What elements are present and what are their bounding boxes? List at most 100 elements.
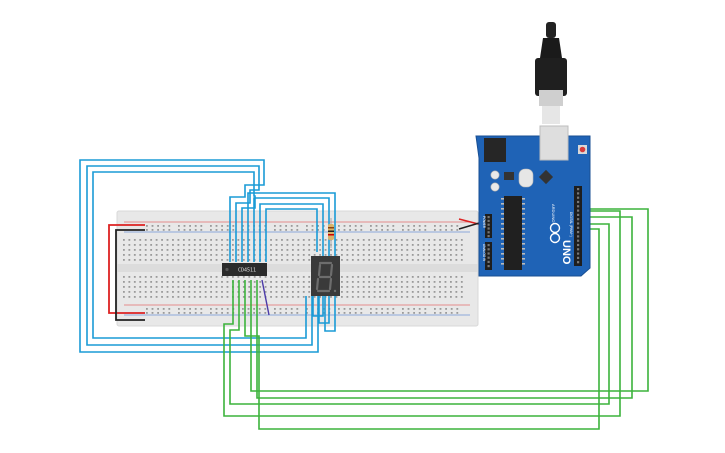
breadboard-hole [392,312,395,314]
breadboard-hole [172,244,174,246]
breadboard-hole [215,312,218,314]
breadboard-hole [144,254,147,256]
chip-pin [501,203,504,205]
resistor[interactable] [328,218,334,248]
black-ground-wire[interactable] [115,229,145,321]
analog-pin[interactable] [487,256,490,259]
digital-pin[interactable] [577,252,580,255]
breadboard-hole [215,286,218,288]
seven-segment-digit-shape [315,261,334,293]
breadboard-hole [357,276,360,278]
breadboard-hole [182,254,185,256]
green-wire-2[interactable] [229,223,610,405]
power-pin[interactable] [487,227,490,230]
breadboard-hole [172,276,174,278]
chip-pin [522,218,525,220]
breadboard-hole [343,308,346,310]
blue-wire-1[interactable] [79,159,319,353]
breadboard-hole [379,254,381,256]
breadboard-hole [150,281,153,283]
breadboard-hole [433,296,436,298]
breadboard-hole [199,291,202,293]
breadboard-hole [178,312,180,314]
green-wire-3[interactable] [244,228,600,430]
breadboard-hole [264,312,267,314]
digital-pin[interactable] [577,261,580,264]
breadboard-hole [275,296,278,298]
analog-pin[interactable] [487,265,490,268]
breadboard-hole [232,225,235,227]
breadboard-hole [210,254,212,256]
breadboard-hole [210,229,212,231]
power-header[interactable] [485,214,492,238]
digital-pin[interactable] [577,248,580,251]
analog-header[interactable] [485,242,492,270]
red-power-wire[interactable] [108,224,145,314]
breadboard-hole [434,312,436,314]
breadboard-hole [182,259,185,261]
header-pins[interactable] [487,188,580,268]
digital-pin[interactable] [577,188,580,191]
digital-header[interactable] [574,186,582,266]
breadboard-hole [351,244,354,246]
breadboard-hole [281,244,283,246]
digital-pin[interactable] [577,192,580,195]
purple-jumper-wire[interactable] [261,279,270,316]
decoder-ic[interactable]: CD4511 [222,263,267,276]
digital-pin[interactable] [577,243,580,247]
digital-header-label: DIGITAL (PWM~) [569,212,573,237]
seven-segment-display[interactable] [311,256,340,296]
blue-wire-2[interactable] [86,165,313,346]
breadboard-hole [232,239,234,241]
digital-pin[interactable] [577,209,580,212]
breadboard-hole [379,249,381,251]
breadboard-hole [349,225,351,227]
breadboard-hole [193,239,196,241]
analog-pin[interactable] [487,252,490,255]
green-wire-4[interactable] [250,208,649,392]
breadboard-hole [210,312,212,314]
power-pin[interactable] [487,219,490,222]
digital-pin[interactable] [577,222,580,225]
digital-pin[interactable] [577,218,580,221]
green-wire-5[interactable] [256,216,633,399]
power-pin[interactable] [487,216,490,219]
digital-pin[interactable] [577,226,580,229]
power-pin[interactable] [487,235,490,238]
power-pin[interactable] [487,231,490,234]
analog-pin[interactable] [487,248,490,251]
reset-button[interactable] [579,146,586,153]
digital-pin[interactable] [577,256,580,259]
breadboard-hole [395,291,398,293]
green-wire-group[interactable] [223,208,649,430]
analog-pin[interactable] [487,244,490,247]
digital-pin[interactable] [577,213,580,216]
green-wire-1[interactable] [223,210,621,417]
breadboard-hole [177,291,180,293]
breadboard-hole [183,308,186,310]
digital-pin[interactable] [577,235,580,238]
digital-pin[interactable] [577,239,580,242]
analog-pin[interactable] [487,260,490,263]
power-pin[interactable] [487,223,490,226]
digital-pin[interactable] [577,196,580,199]
breadboard-hole [338,308,340,310]
breadboard-hole [215,291,218,293]
breadboard-holes[interactable] [123,225,463,314]
digital-pin[interactable] [577,231,580,234]
digital-pin[interactable] [577,200,580,204]
usb-cable[interactable] [535,22,567,124]
arduino-uno-board[interactable]: ARDUINO UNO DIGITAL (PWM~) POWER ANALOG … [475,125,591,277]
breadboard-hole [210,281,212,283]
breadboard[interactable] [116,210,479,327]
breadboard-hole [199,276,202,278]
breadboard-hole [357,239,360,241]
breadboard-hole [144,296,147,298]
digital-pin[interactable] [577,205,580,208]
breadboard-hole [450,281,452,283]
blue-wire-7[interactable] [265,208,318,262]
blue-wire-group[interactable] [79,159,336,353]
breadboard-hole [302,291,305,293]
breadboard-hole [139,254,142,256]
